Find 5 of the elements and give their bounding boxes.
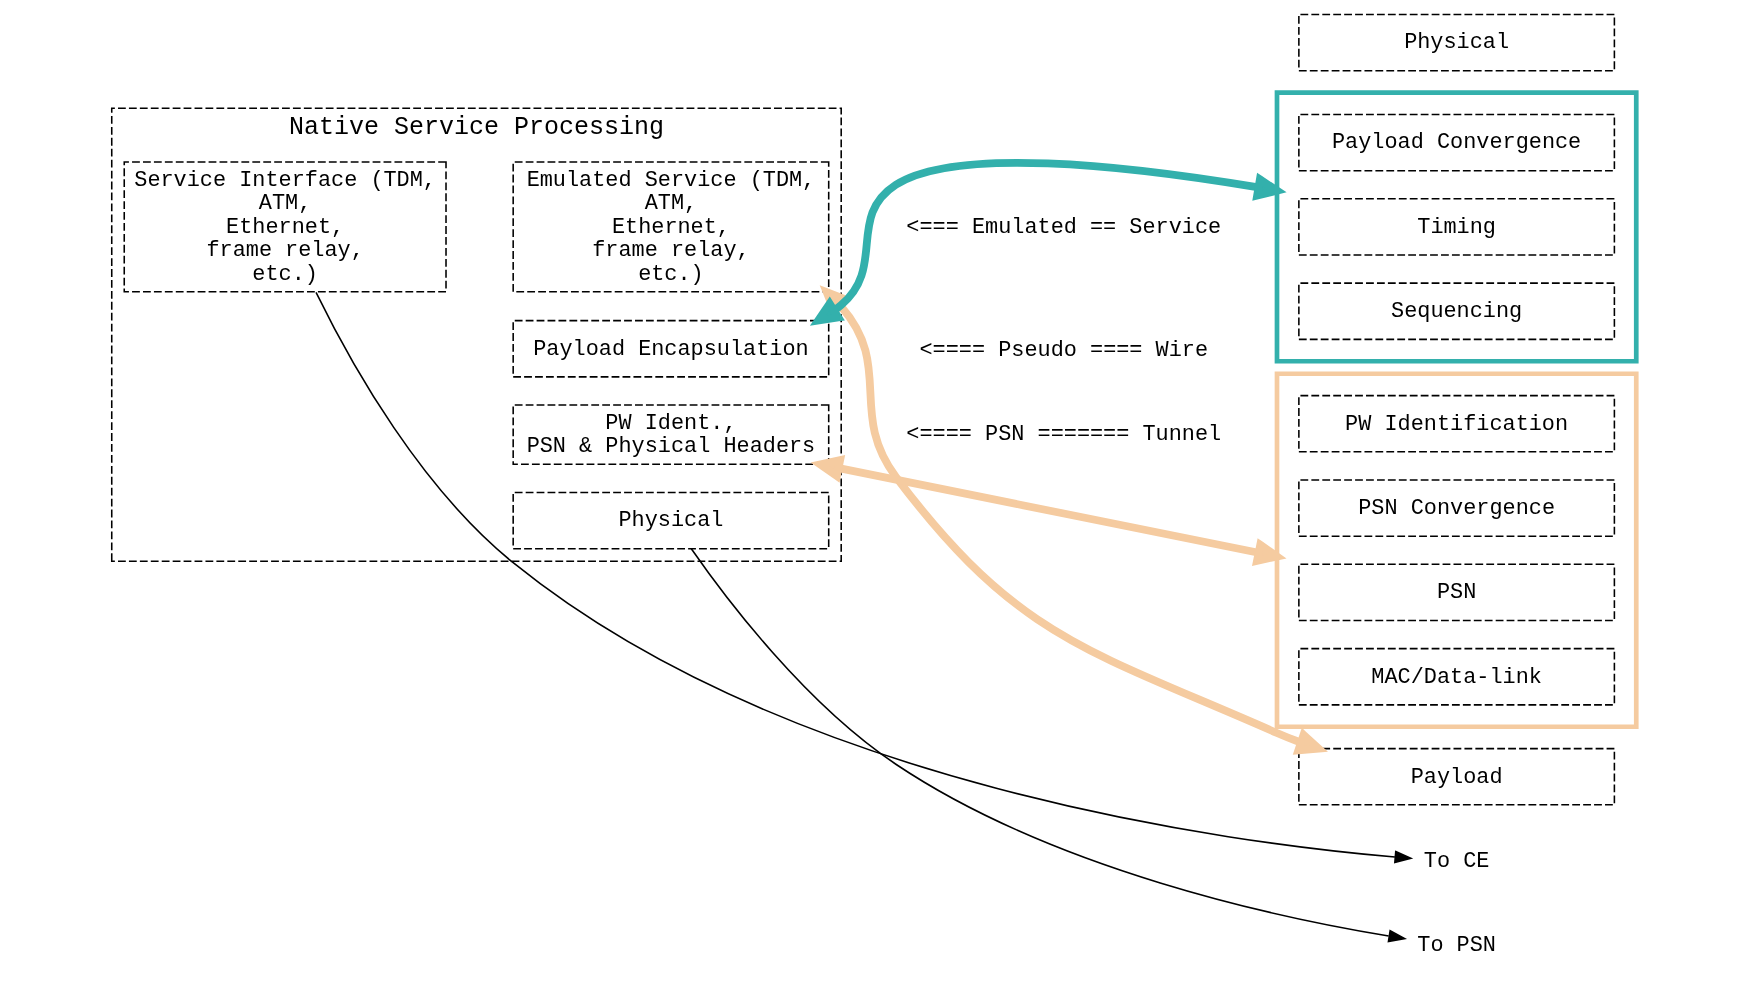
label: <=== Emulated == Service [906,214,1222,240]
node-text: To PSN [1417,933,1496,959]
node-text: To CE [1423,848,1490,874]
label: <==== Pseudo ==== Wire [919,338,1209,364]
label: <==== PSN ======= Tunnel [906,422,1222,448]
